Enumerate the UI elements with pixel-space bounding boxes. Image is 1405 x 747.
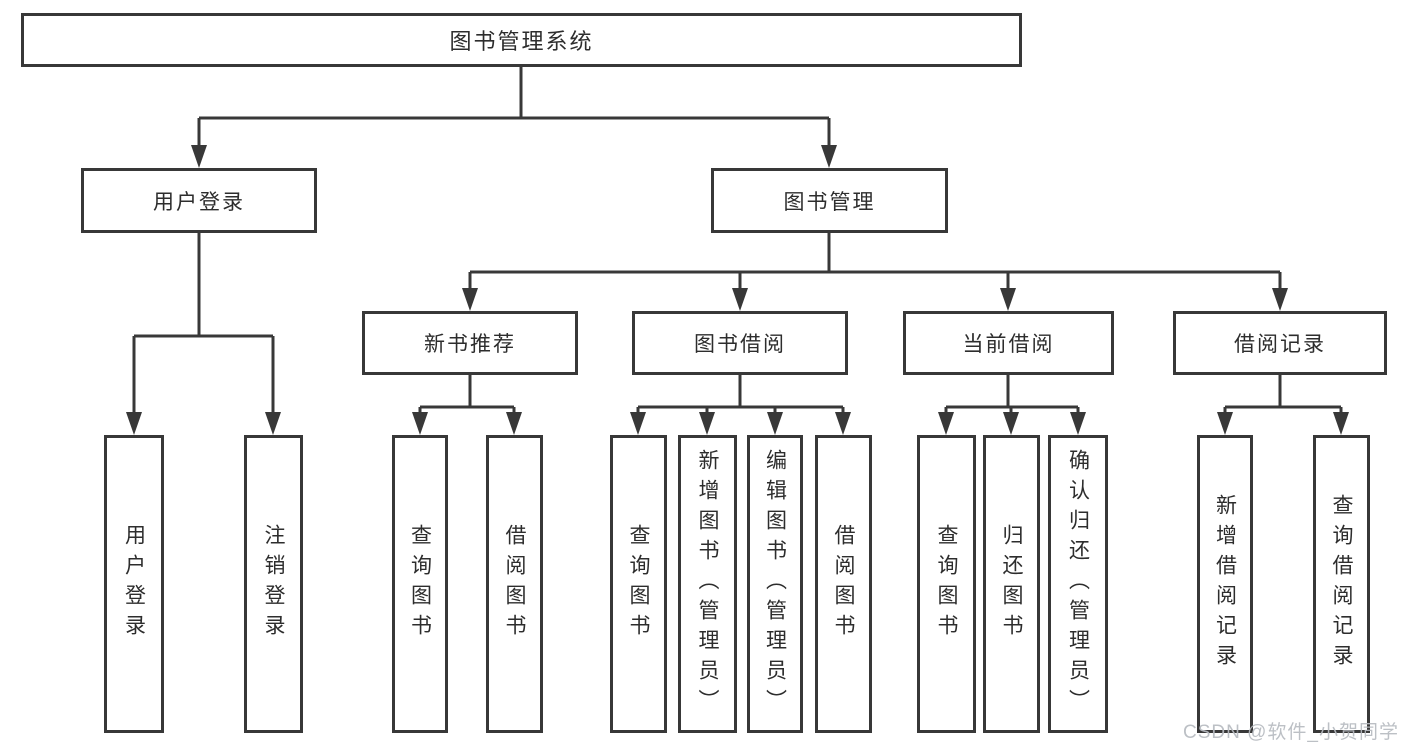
node-label: 借阅图书 xyxy=(503,524,526,644)
node-new-book-recommend: 新书推荐 xyxy=(362,311,578,375)
node-leaf-borrow-books-2: 借阅图书 xyxy=(815,435,872,733)
node-leaf-query-books-3: 查询图书 xyxy=(917,435,976,733)
node-label: 新增图书（管理员） xyxy=(696,449,719,719)
node-book-borrowing: 图书借阅 xyxy=(632,311,848,375)
node-leaf-add-borrow-record: 新增借阅记录 xyxy=(1197,435,1253,733)
node-label: 图书借阅 xyxy=(694,333,786,356)
node-leaf-borrow-books-1: 借阅图书 xyxy=(486,435,543,733)
node-leaf-add-books-admin: 新增图书（管理员） xyxy=(678,435,737,733)
node-leaf-confirm-return-admin: 确认归还（管理员） xyxy=(1048,435,1108,733)
node-label: 借阅图书 xyxy=(832,524,855,644)
node-label: 当前借阅 xyxy=(962,333,1055,356)
node-book-management: 图书管理 xyxy=(711,168,948,233)
node-leaf-edit-books-admin: 编辑图书（管理员） xyxy=(747,435,803,733)
node-library-system: 图书管理系统 xyxy=(21,13,1022,67)
node-label: 编辑图书（管理员） xyxy=(763,449,787,719)
node-leaf-query-books-1: 查询图书 xyxy=(392,435,448,733)
node-leaf-logout: 注销登录 xyxy=(244,435,303,733)
node-label: 注销登录 xyxy=(262,524,285,644)
node-leaf-query-borrow-record: 查询借阅记录 xyxy=(1313,435,1370,733)
node-leaf-user-login: 用户登录 xyxy=(104,435,164,733)
csdn-watermark: CSDN @软件_小贺同学 xyxy=(1183,722,1399,743)
node-user-login: 用户登录 xyxy=(81,168,317,233)
node-leaf-query-books-2: 查询图书 xyxy=(610,435,667,733)
node-label: 借阅记录 xyxy=(1234,333,1326,356)
node-label: 图书管理 xyxy=(783,190,876,214)
node-current-borrowing: 当前借阅 xyxy=(903,311,1114,375)
node-label: 归还图书 xyxy=(1000,524,1023,644)
node-label: 查询图书 xyxy=(935,524,958,644)
node-label: 新书推荐 xyxy=(424,333,516,356)
node-label: 用户登录 xyxy=(153,190,245,214)
node-label: 查询图书 xyxy=(627,524,650,644)
node-leaf-return-books: 归还图书 xyxy=(983,435,1040,733)
node-label: 查询借阅记录 xyxy=(1330,494,1353,674)
node-label: 新增借阅记录 xyxy=(1213,494,1237,674)
node-label: 查询图书 xyxy=(408,524,432,644)
node-borrowing-records: 借阅记录 xyxy=(1173,311,1387,375)
node-label: 图书管理系统 xyxy=(449,29,594,54)
node-label: 确认归还（管理员） xyxy=(1066,449,1090,719)
node-label: 用户登录 xyxy=(122,524,146,644)
